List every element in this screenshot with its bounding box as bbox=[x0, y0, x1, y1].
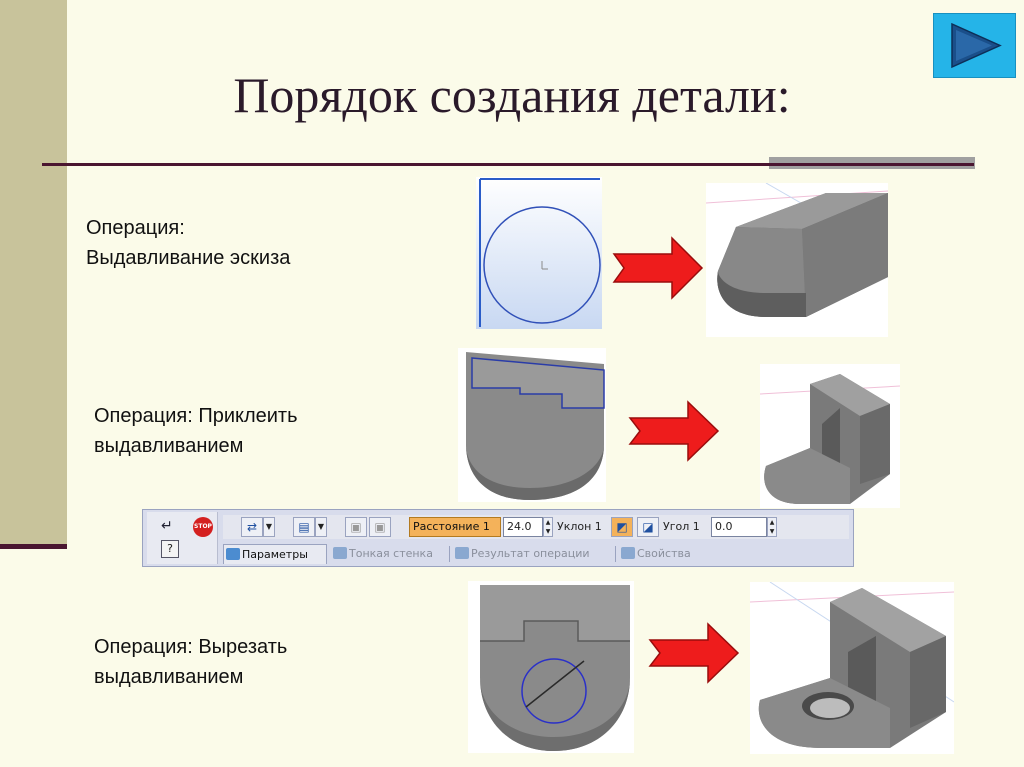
distance-spinner[interactable]: ▲▼ bbox=[543, 517, 553, 537]
operation-2-line-1: Операция: Приклеить bbox=[94, 405, 298, 427]
operation-result-icon bbox=[455, 547, 469, 559]
sketch-circle-image bbox=[476, 177, 602, 329]
operation-1-text: Операция: Выдавливание эскиза bbox=[86, 213, 290, 273]
angle-spinner[interactable]: ▲▼ bbox=[767, 517, 777, 537]
operation-3-line-2: выдавливанием bbox=[94, 666, 244, 688]
slide-title: Порядок создания детали: bbox=[233, 67, 791, 123]
toolbar-side-panel: ↵ STOP ? bbox=[147, 512, 218, 564]
tab-operation-result[interactable]: Результат операции bbox=[453, 544, 590, 564]
arrow-right-icon bbox=[648, 622, 740, 684]
operation-3-text: Операция: Вырезать выдавливанием bbox=[94, 632, 287, 692]
play-triangle-icon bbox=[951, 22, 1002, 69]
glued-part-image bbox=[760, 364, 900, 508]
operation-2-text: Операция: Приклеить выдавливанием bbox=[94, 401, 298, 461]
operation-3-line-1: Операция: Вырезать bbox=[94, 636, 288, 658]
distance-label: Расстояние 1 bbox=[409, 517, 501, 537]
copy-icon[interactable]: ▣ bbox=[345, 517, 367, 537]
extrude-type-icon[interactable]: ▤ bbox=[293, 517, 315, 537]
toolbar-parameters-row: ⇄ ▼ ▤ ▼ ▣ ▣ Расстояние 1 24.0 ▲▼ Уклон 1… bbox=[223, 515, 849, 539]
left-decorative-band bbox=[0, 0, 67, 548]
cut-sketch-image bbox=[468, 581, 634, 753]
angle-label: Угол 1 bbox=[663, 520, 700, 533]
band-divider bbox=[0, 544, 67, 549]
enter-object-icon[interactable]: ↵ bbox=[161, 518, 173, 534]
help-button[interactable]: ? bbox=[161, 540, 179, 558]
draft-toggle-icon[interactable]: ◩ bbox=[611, 517, 633, 537]
tab-properties[interactable]: Свойства bbox=[619, 544, 691, 564]
operation-toolbar: ↵ STOP ? ⇄ ▼ ▤ ▼ ▣ ▣ Расстояние 1 24.0 ▲… bbox=[142, 509, 854, 567]
arrow-right-icon bbox=[628, 400, 720, 462]
direction-dropdown[interactable]: ▼ bbox=[263, 517, 275, 537]
extrude-type-dropdown[interactable]: ▼ bbox=[315, 517, 327, 537]
stop-button[interactable]: STOP bbox=[193, 517, 213, 537]
direction-icon[interactable]: ⇄ bbox=[241, 517, 263, 537]
title-rule bbox=[42, 163, 974, 166]
draft-label: Уклон 1 bbox=[557, 520, 602, 533]
tab-parameters-label: Параметры bbox=[242, 548, 308, 561]
tab-thin-wall-label: Тонкая стенка bbox=[349, 547, 433, 560]
tab-operation-result-label: Результат операции bbox=[471, 547, 590, 560]
thin-wall-icon bbox=[333, 547, 347, 559]
distance-input[interactable]: 24.0 bbox=[503, 517, 543, 537]
extruded-part-image bbox=[706, 183, 888, 337]
paste-icon[interactable]: ▣ bbox=[369, 517, 391, 537]
tab-thin-wall[interactable]: Тонкая стенка bbox=[331, 544, 433, 564]
tab-properties-label: Свойства bbox=[637, 547, 691, 560]
next-slide-button[interactable] bbox=[933, 13, 1016, 78]
sketch-on-part-image bbox=[458, 348, 606, 502]
cut-part-image bbox=[750, 582, 954, 754]
tab-separator bbox=[449, 546, 450, 562]
operation-1-line-1: Операция: bbox=[86, 217, 185, 239]
angle-direction-icon[interactable]: ◪ bbox=[637, 517, 659, 537]
operation-1-line-2: Выдавливание эскиза bbox=[86, 247, 291, 269]
toolbar-tabs: Параметры Тонкая стенка Результат операц… bbox=[223, 544, 849, 564]
arrow-right-icon bbox=[612, 236, 704, 300]
parameters-icon bbox=[226, 548, 240, 560]
tab-separator bbox=[615, 546, 616, 562]
tab-parameters[interactable]: Параметры bbox=[223, 544, 327, 564]
operation-2-line-2: выдавливанием bbox=[94, 435, 244, 457]
angle-input[interactable]: 0.0 bbox=[711, 517, 767, 537]
properties-icon bbox=[621, 547, 635, 559]
